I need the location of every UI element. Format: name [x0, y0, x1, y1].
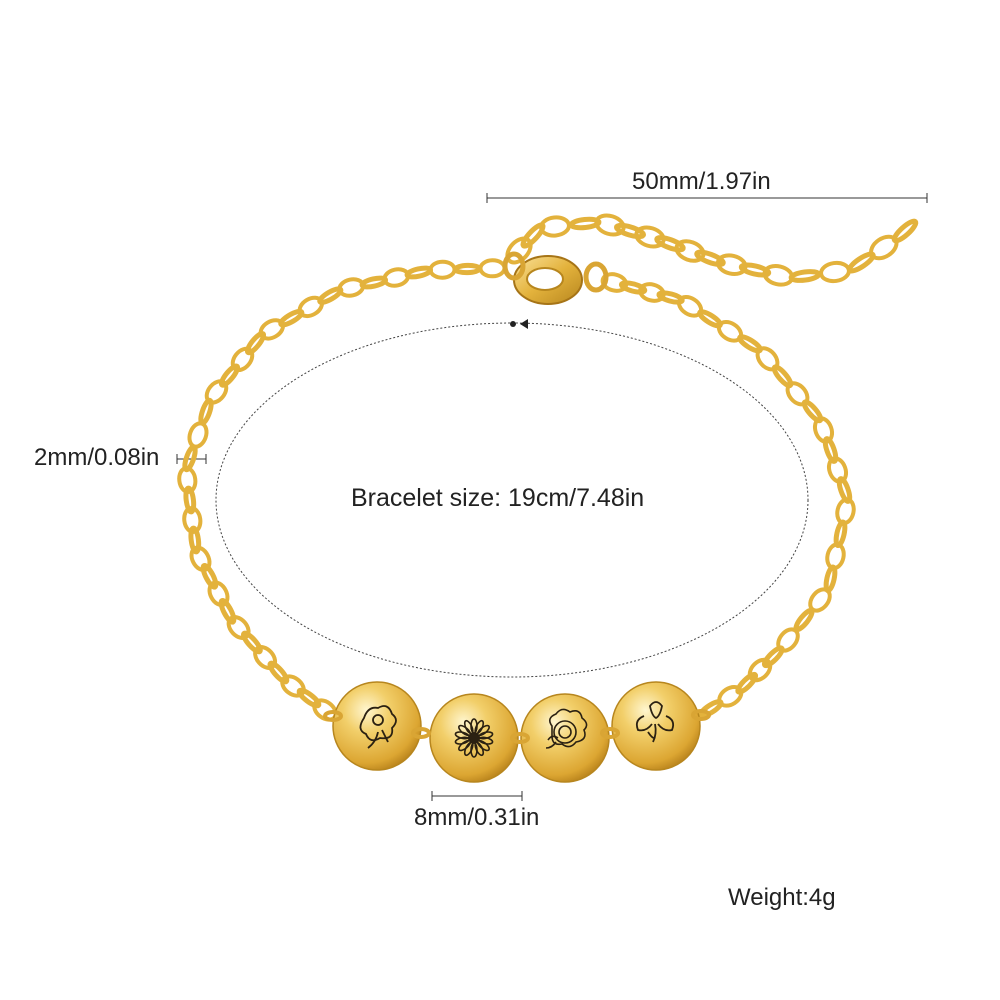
- chain-link: [280, 674, 306, 698]
- chain-link: [207, 580, 230, 608]
- chain-link: [694, 249, 726, 267]
- chain-link: [638, 282, 666, 303]
- chain-link: [218, 598, 237, 625]
- chain-link: [218, 363, 241, 388]
- weight-label: Weight:4g: [728, 884, 836, 911]
- charm-chrysanthemum: [520, 693, 610, 783]
- wire-thickness-label: 2mm/0.08in: [34, 444, 160, 471]
- chain-link: [428, 259, 457, 280]
- extender-length-label: 50mm/1.97in: [632, 168, 771, 195]
- chain-link: [188, 525, 202, 555]
- chain-link: [182, 506, 203, 534]
- chain-link: [198, 397, 214, 426]
- chain-link: [823, 564, 838, 594]
- chain-link: [822, 436, 839, 464]
- daisy-center: [468, 732, 480, 744]
- chain-link: [891, 218, 919, 244]
- chain-link: [614, 222, 646, 240]
- charm-dimension-line: [431, 791, 523, 801]
- chain-link: [453, 262, 482, 276]
- chain-link: [674, 239, 706, 263]
- chrysanthemum-icon: [545, 708, 588, 749]
- chain-link: [594, 213, 626, 237]
- chain-link: [200, 563, 219, 590]
- chain-link: [226, 615, 251, 640]
- iris-icon: [635, 701, 675, 743]
- chain-link: [244, 330, 267, 356]
- chain-link: [253, 645, 278, 670]
- chain-link: [187, 421, 209, 449]
- size-loop-arrow: [520, 319, 528, 329]
- charm-daisy: [429, 693, 519, 783]
- chain-link: [735, 671, 759, 695]
- chain-link: [761, 645, 785, 669]
- size-loop-start-dot: [510, 321, 516, 327]
- chain-link: [738, 262, 772, 278]
- extender-dimension-line: [486, 193, 928, 203]
- extender-chain: [505, 213, 919, 287]
- chain-link: [267, 660, 290, 685]
- chain-link: [296, 687, 322, 709]
- chain-link: [189, 545, 212, 573]
- daffodil-icon: [359, 705, 397, 749]
- chain-link: [618, 280, 648, 295]
- chain-link: [819, 260, 851, 284]
- charm-daffodil: [332, 681, 422, 771]
- chain-link: [793, 607, 815, 633]
- chain-link: [183, 485, 197, 515]
- jump-rings: [323, 709, 711, 744]
- chain-link: [241, 630, 263, 655]
- chain-link: [788, 269, 822, 283]
- chain-link: [656, 290, 685, 305]
- chain-link: [634, 225, 666, 249]
- daisy-icon: [454, 718, 494, 758]
- bracelet-size-label: Bracelet size: 19cm/7.48in: [351, 484, 645, 512]
- charm-diameter-label: 8mm/0.31in: [414, 804, 540, 831]
- charm-iris: [611, 681, 701, 771]
- bracelet-size-loop: [215, 322, 809, 678]
- chain-link: [747, 657, 773, 683]
- chain-link: [698, 699, 724, 719]
- chain-link: [568, 216, 602, 231]
- chain-link: [715, 253, 748, 277]
- chain-link: [505, 236, 533, 265]
- chain-link: [177, 466, 198, 494]
- chain-link: [478, 258, 507, 279]
- chain-link: [600, 272, 629, 293]
- chain-link: [654, 235, 686, 253]
- lobster-clasp: [502, 251, 609, 305]
